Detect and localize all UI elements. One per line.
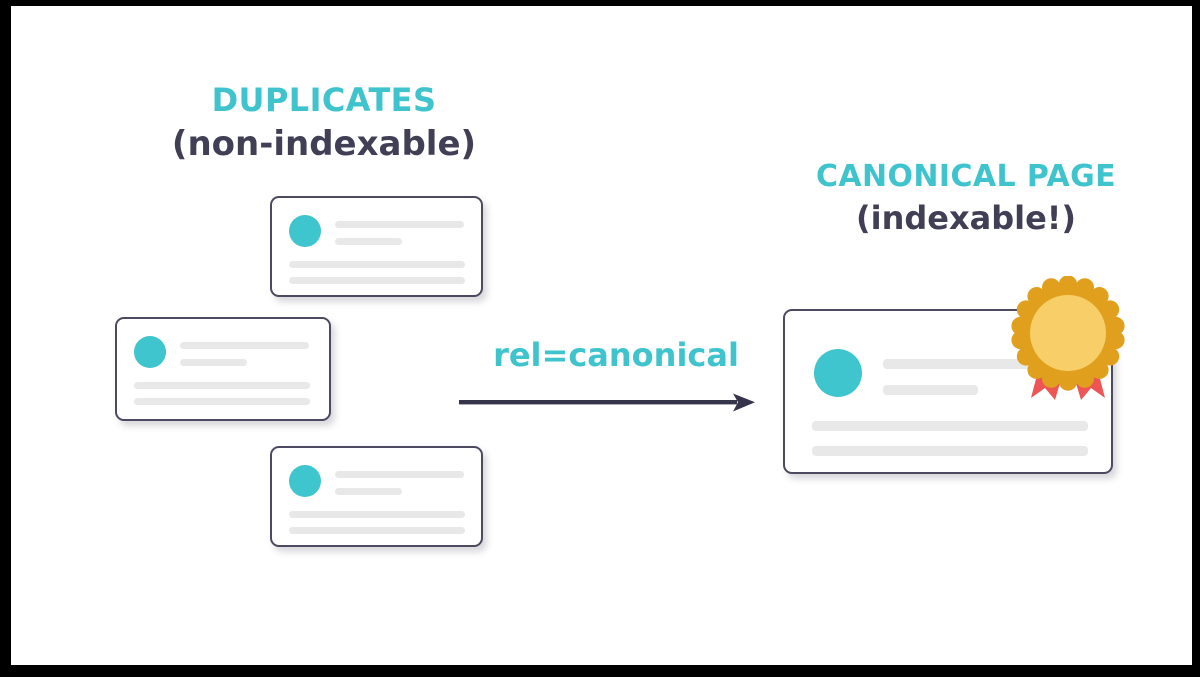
text-placeholder-line <box>180 342 309 349</box>
text-placeholder-line <box>812 446 1088 456</box>
text-placeholder-line <box>134 382 310 389</box>
duplicates-heading-block: DUPLICATES (non-indexable) <box>104 81 544 164</box>
avatar-circle-icon <box>289 465 321 497</box>
duplicate-page-card-3 <box>270 446 483 547</box>
text-placeholder-line <box>180 359 247 366</box>
rel-canonical-label: rel=canonical <box>493 336 739 374</box>
duplicate-page-card-2 <box>115 317 331 421</box>
duplicates-subtitle: (non-indexable) <box>171 123 477 164</box>
text-placeholder-line <box>883 385 978 395</box>
canonical-page-card <box>783 309 1113 474</box>
avatar-circle-icon <box>814 349 862 397</box>
arrow-right-icon <box>459 393 755 412</box>
avatar-circle-icon <box>289 215 321 247</box>
diagram-canvas: DUPLICATES (non-indexable) re <box>11 6 1192 665</box>
text-placeholder-line <box>289 261 465 268</box>
text-placeholder-line <box>335 238 402 245</box>
duplicates-title: DUPLICATES <box>211 81 437 119</box>
text-placeholder-line <box>134 398 310 405</box>
canonical-heading-block: CANONICAL PAGE (indexable!) <box>746 161 1186 235</box>
canonical-connector: rel=canonical <box>451 336 781 426</box>
canonical-title: CANONICAL PAGE <box>815 159 1117 194</box>
text-placeholder-line <box>812 421 1088 431</box>
canonical-subtitle: (indexable!) <box>855 198 1076 237</box>
avatar-circle-icon <box>134 336 166 368</box>
text-placeholder-line <box>335 221 464 228</box>
duplicate-page-card-1 <box>270 196 483 297</box>
text-placeholder-line <box>335 471 464 478</box>
text-placeholder-line <box>289 511 465 518</box>
text-placeholder-line <box>335 488 402 495</box>
text-placeholder-line <box>289 527 465 534</box>
text-placeholder-line <box>289 277 465 284</box>
text-placeholder-line <box>883 359 1076 369</box>
